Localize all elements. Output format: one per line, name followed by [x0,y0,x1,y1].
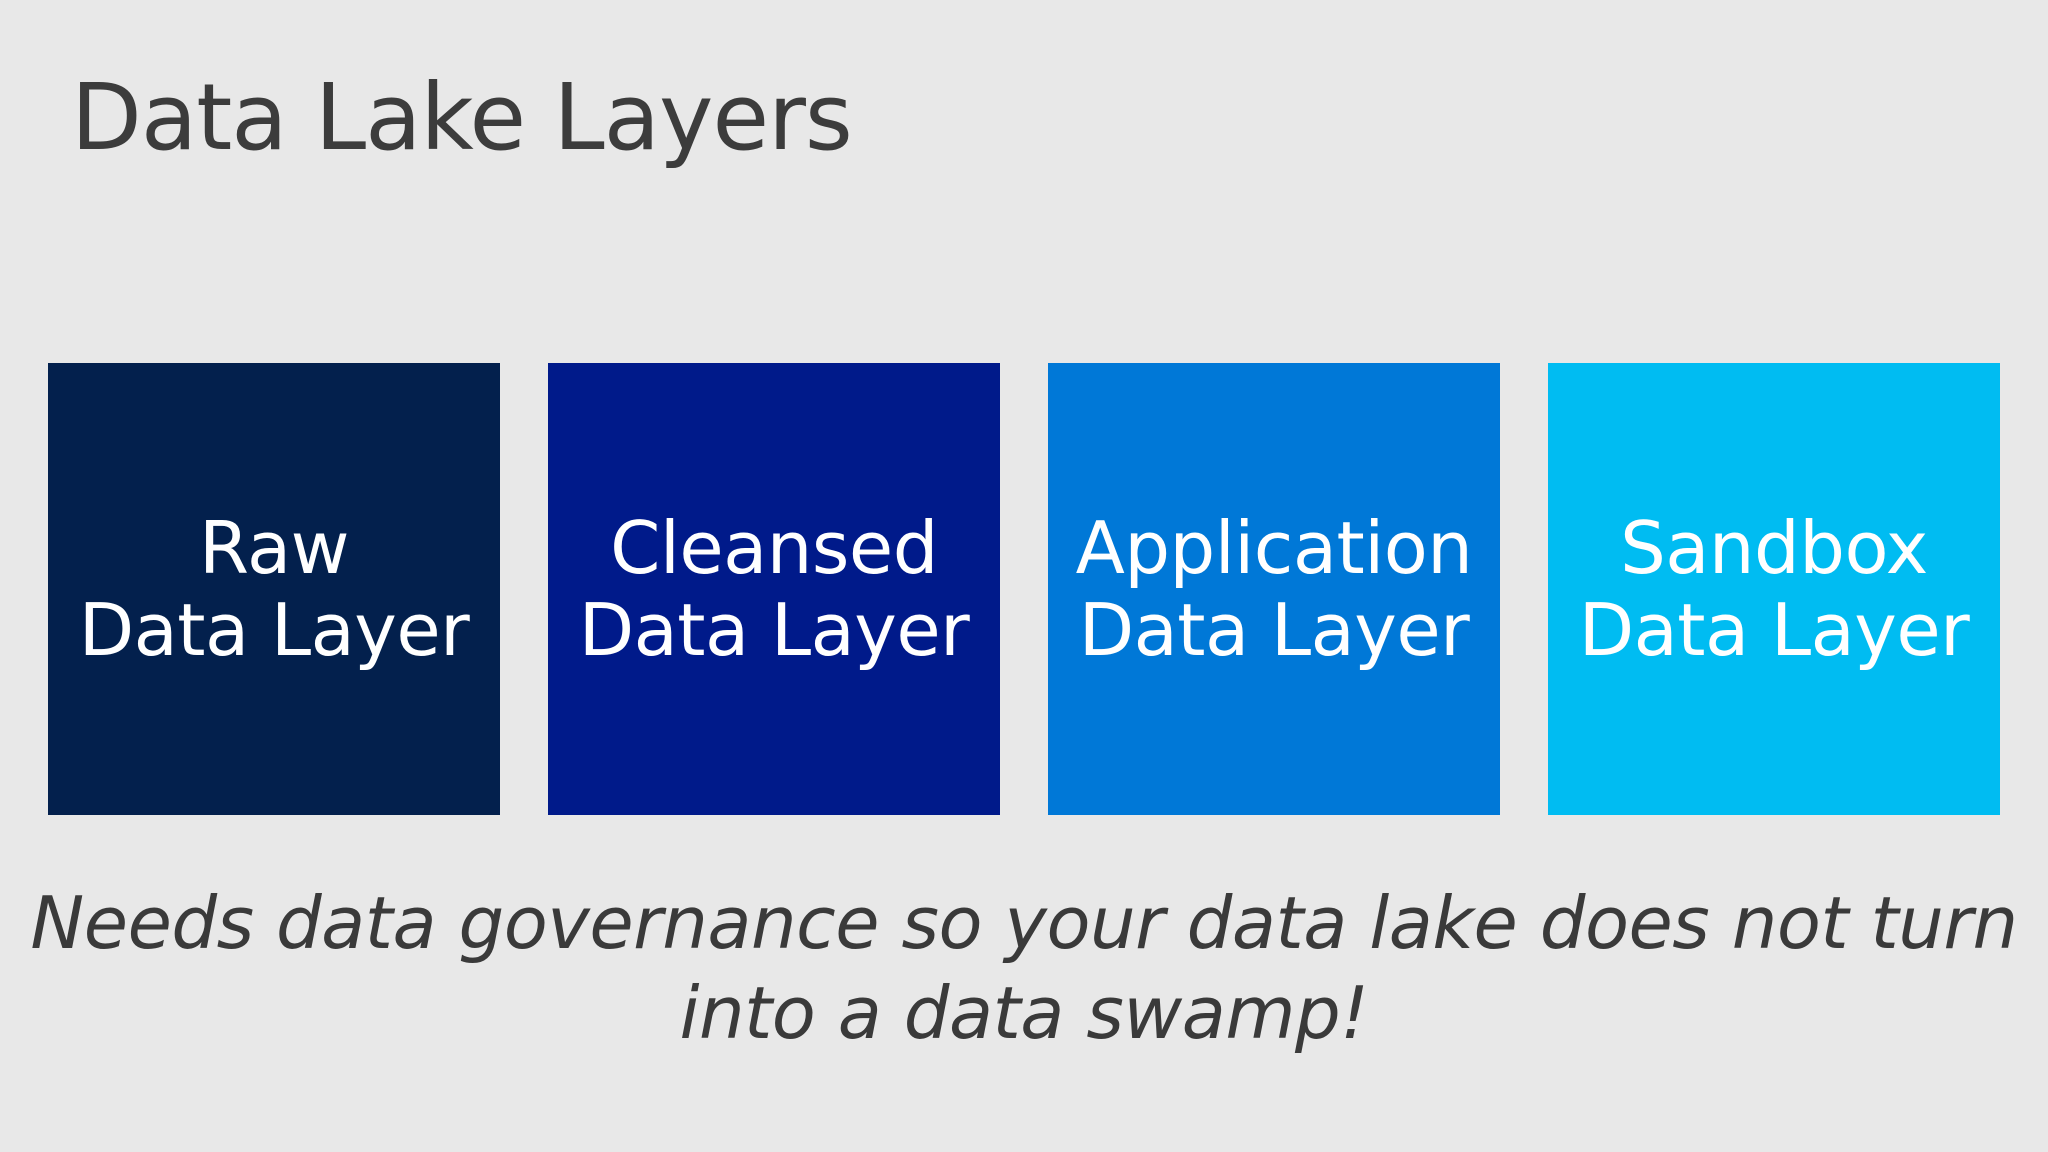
layer-tile-application: Application Data Layer [1048,363,1500,815]
layer-subtitle: Data Layer [1078,588,1470,672]
layer-tile-sandbox: Sandbox Data Layer [1548,363,2000,815]
slide-title: Data Lake Layers [71,64,853,171]
layer-name: Sandbox [1620,506,1928,590]
governance-caption: Needs data governance so your data lake … [0,878,2048,1058]
caption-line-2: into a data swamp! [679,971,1369,1055]
caption-line-1: Needs data governance so your data lake … [30,881,2018,965]
layer-subtitle: Data Layer [1578,588,1970,672]
layer-subtitle: Data Layer [78,588,470,672]
layer-subtitle: Data Layer [578,588,970,672]
layer-name: Cleansed [610,506,938,590]
layer-tile-raw: Raw Data Layer [48,363,500,815]
layer-name: Application [1075,506,1473,590]
layer-tile-cleansed: Cleansed Data Layer [548,363,1000,815]
layer-name: Raw [199,506,349,590]
